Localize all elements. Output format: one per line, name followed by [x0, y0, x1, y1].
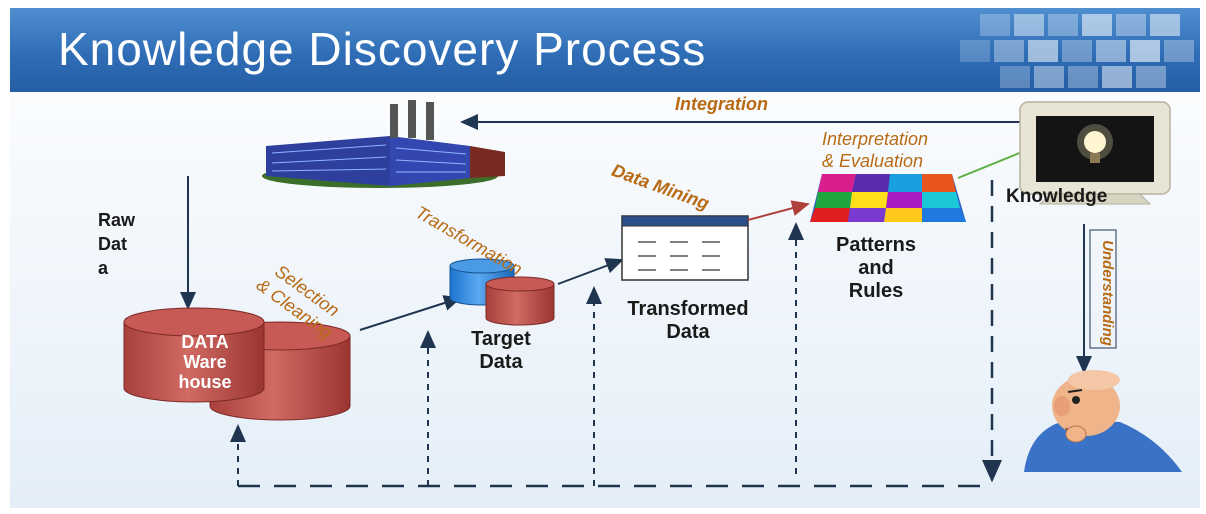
- raw-data-line-3: a: [98, 258, 109, 278]
- header-mosaic-decoration: [960, 14, 1194, 88]
- target-data-cylinders: [449, 258, 555, 326]
- raw-data-label: Raw Dat a: [98, 208, 135, 280]
- transformed-data-label: Transformed Data: [598, 298, 778, 344]
- feedback-dashed-lines: [230, 180, 1002, 488]
- factory-icon: [262, 100, 505, 188]
- interpretation-label: Interpretation & Evaluation: [822, 128, 928, 172]
- knowledge-label: Knowledge: [1006, 186, 1108, 207]
- warehouse-line-2: Ware: [183, 352, 227, 372]
- transformed-line-2: Data: [666, 321, 710, 343]
- patterns-rules-label: Patterns and Rules: [816, 234, 936, 303]
- slide: Knowledge Discovery Process: [10, 8, 1200, 508]
- thinking-man-icon: [1024, 370, 1182, 472]
- transformed-line-1: Transformed: [627, 298, 749, 320]
- header-bar: Knowledge Discovery Process: [10, 8, 1200, 92]
- understanding-box: [1089, 229, 1117, 349]
- transformation-arrow: [557, 258, 624, 285]
- table-icon: [621, 215, 749, 281]
- slide-title: Knowledge Discovery Process: [58, 23, 707, 75]
- understanding-label: Understanding: [1099, 240, 1116, 346]
- data-mining-arrow: [747, 200, 810, 221]
- warehouse-label: DATA Ware house: [160, 332, 250, 392]
- target-data-label: Target Data: [456, 328, 546, 374]
- raw-data-line-1: Raw: [98, 210, 136, 230]
- interpretation-line-2: & Evaluation: [822, 151, 924, 171]
- puzzle-icon: [810, 174, 966, 222]
- warehouse-line-1: DATA: [181, 332, 229, 352]
- patterns-line-2: and: [858, 257, 894, 279]
- database-cylinder-icon: [123, 307, 351, 421]
- monitor-lightbulb-icon: [1019, 101, 1171, 205]
- warehouse-line-3: house: [178, 372, 232, 392]
- interpretation-arrow: [957, 151, 1023, 179]
- target-line-2: Data: [479, 351, 523, 373]
- selection-arrow: [359, 295, 462, 331]
- integration-label: Integration: [675, 94, 768, 114]
- patterns-line-3: Rules: [848, 280, 904, 302]
- interpretation-line-1: Interpretation: [822, 129, 929, 149]
- raw-data-line-2: Dat: [98, 234, 128, 254]
- patterns-line-1: Patterns: [835, 234, 917, 256]
- target-line-1: Target: [471, 328, 531, 350]
- process-diagram: [123, 100, 1182, 488]
